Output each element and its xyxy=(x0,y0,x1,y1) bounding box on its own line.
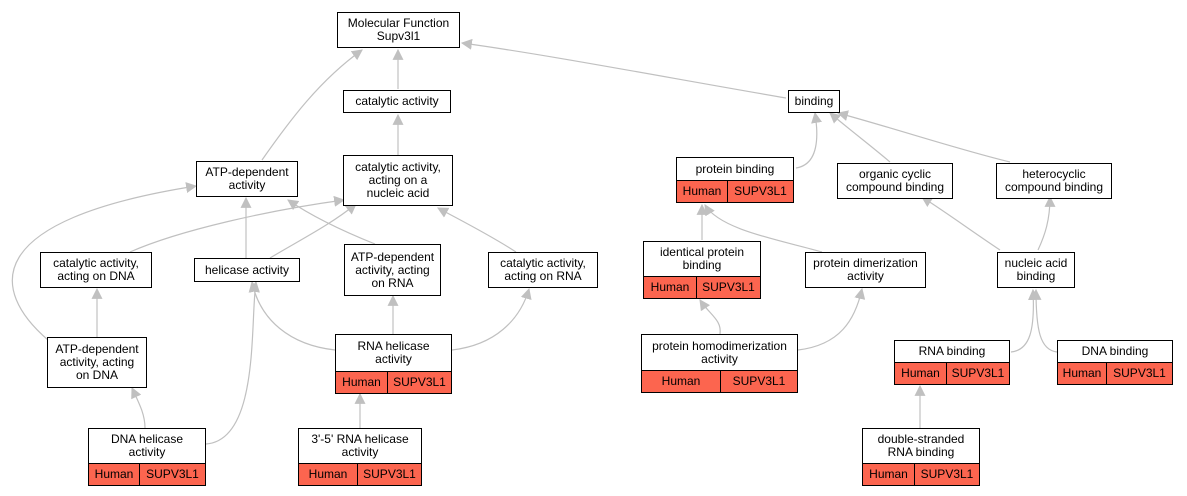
node-annotation: Human SUPV3L1 xyxy=(336,371,451,393)
node-label: nucleic acid binding xyxy=(1004,256,1068,283)
edge-atprna-to-canu xyxy=(287,199,376,245)
node-dna-binding[interactable]: DNA binding Human SUPV3L1 xyxy=(1057,340,1173,385)
edge-atpdna-to-atpd xyxy=(11,182,198,341)
edge-hel-to-canu xyxy=(269,203,357,259)
gene-cell: SUPV3L1 xyxy=(734,184,787,198)
edge-nab-to-hcb xyxy=(1037,195,1056,251)
node-3-5-rna-helicase-activity[interactable]: 3'-5' RNA helicase activity Human SUPV3L… xyxy=(298,428,422,486)
node-label: ATP-dependent activity, acting on DNA xyxy=(55,342,139,382)
species-cell: Human xyxy=(1058,363,1107,384)
edge-carna-to-canu xyxy=(437,207,517,253)
gene-cell: SUPV3L1 xyxy=(363,467,416,481)
edge-bind-to-mf xyxy=(460,38,787,99)
node-identical-protein-binding[interactable]: identical protein binding Human SUPV3L1 xyxy=(643,241,761,299)
gene-cell: SUPV3L1 xyxy=(393,375,446,389)
node-label: double-stranded RNA binding xyxy=(877,432,965,459)
node-annotation: Human SUPV3L1 xyxy=(642,370,797,392)
node-double-stranded-rna-binding[interactable]: double-stranded RNA binding Human SUPV3L… xyxy=(862,428,980,486)
node-rna-binding[interactable]: RNA binding Human SUPV3L1 xyxy=(894,340,1010,385)
edge-pb-to-bind xyxy=(795,111,822,169)
species-cell: Human xyxy=(677,181,728,202)
gene-cell: SUPV3L1 xyxy=(1113,366,1166,380)
node-protein-homodimerization-activity[interactable]: protein homodimerization activity Human … xyxy=(641,334,798,393)
node-catalytic-activity[interactable]: catalytic activity xyxy=(343,90,451,113)
node-label: identical protein binding xyxy=(659,245,745,272)
node-atp-dependent-activity-dna[interactable]: ATP-dependent activity, acting on DNA xyxy=(47,337,147,388)
edge-phda-to-ipb xyxy=(699,299,721,335)
node-rna-helicase-activity[interactable]: RNA helicase activity Human SUPV3L1 xyxy=(335,334,452,394)
node-nucleic-acid-binding[interactable]: nucleic acid binding xyxy=(997,252,1075,288)
species-cell: Human xyxy=(299,464,358,485)
node-annotation: Human SUPV3L1 xyxy=(863,463,979,485)
node-label: Molecular Function Supv3l1 xyxy=(347,16,450,43)
node-dna-helicase-activity[interactable]: DNA helicase activity Human SUPV3L1 xyxy=(88,428,206,486)
node-label: organic cyclic compound binding xyxy=(845,167,945,194)
edge-phda-to-pda xyxy=(797,287,866,351)
species-cell: Human xyxy=(644,277,697,298)
gene-cell: SUPV3L1 xyxy=(732,374,786,388)
node-catalytic-activity-nucleic-acid[interactable]: catalytic activity, acting on a nucleic … xyxy=(343,155,453,206)
gene-cell: SUPV3L1 xyxy=(920,467,974,481)
node-annotation: Human SUPV3L1 xyxy=(677,180,793,202)
edge-dnahel-to-hel xyxy=(205,280,260,445)
node-helicase-activity[interactable]: helicase activity xyxy=(194,258,300,282)
node-label: DNA binding xyxy=(1081,344,1149,358)
node-label: helicase activity xyxy=(204,262,290,277)
gene-cell: SUPV3L1 xyxy=(951,366,1005,380)
edge-rnab-to-nab xyxy=(1010,288,1039,353)
node-label: heterocyclic compound binding xyxy=(1004,167,1104,194)
node-label: binding xyxy=(794,94,834,108)
edge-nab-to-ocb xyxy=(921,196,1001,251)
edge-rnahel-to-carna xyxy=(451,287,532,351)
node-organic-cyclic-compound-binding[interactable]: organic cyclic compound binding xyxy=(837,163,953,199)
node-annotation: Human SUPV3L1 xyxy=(644,276,760,298)
node-catalytic-activity-dna[interactable]: catalytic activity, acting on DNA xyxy=(40,252,152,288)
node-label: protein binding xyxy=(695,161,775,176)
node-label: 3'-5' RNA helicase activity xyxy=(311,432,409,459)
node-label: ATP-dependent activity, acting on RNA xyxy=(350,249,435,290)
edge-cadna-to-canu xyxy=(129,195,346,253)
species-cell: Human xyxy=(336,372,388,393)
edge-ocb-to-bind xyxy=(829,112,891,163)
node-label: protein dimerization activity xyxy=(813,256,918,283)
species-cell: Human xyxy=(895,363,947,384)
node-annotation: Human SUPV3L1 xyxy=(895,362,1009,384)
species-cell: Human xyxy=(642,371,721,392)
node-label: catalytic activity, acting on RNA xyxy=(500,256,586,283)
gene-cell: SUPV3L1 xyxy=(146,467,199,481)
node-label: RNA binding xyxy=(918,344,986,358)
node-atp-dependent-activity-rna[interactable]: ATP-dependent activity, acting on RNA xyxy=(344,244,441,296)
node-molecular-function[interactable]: Molecular Function Supv3l1 xyxy=(337,12,460,48)
node-label: catalytic activity, acting on DNA xyxy=(53,256,139,283)
edge-hcb-to-bind xyxy=(836,110,1011,163)
node-atp-dependent-activity[interactable]: ATP-dependent activity xyxy=(196,161,298,197)
edge-dnab-to-nab xyxy=(1030,288,1058,353)
edge-pda-to-pb xyxy=(704,204,823,253)
node-annotation: Human SUPV3L1 xyxy=(1058,362,1172,384)
node-label: DNA helicase activity xyxy=(110,432,184,459)
node-protein-dimerization-activity[interactable]: protein dimerization activity xyxy=(805,252,926,288)
edge-dnahel-to-atpdna xyxy=(131,387,146,429)
node-annotation: Human SUPV3L1 xyxy=(89,463,205,485)
node-annotation: Human SUPV3L1 xyxy=(299,463,421,485)
edge-atpd-to-mf xyxy=(261,49,363,161)
node-protein-binding[interactable]: protein binding Human SUPV3L1 xyxy=(676,157,794,203)
species-cell: Human xyxy=(863,464,915,485)
node-binding[interactable]: binding xyxy=(788,90,840,113)
node-label: ATP-dependent activity xyxy=(205,165,289,192)
gene-cell: SUPV3L1 xyxy=(702,280,755,294)
node-heterocyclic-compound-binding[interactable]: heterocyclic compound binding xyxy=(996,163,1112,199)
node-catalytic-activity-rna[interactable]: catalytic activity, acting on RNA xyxy=(488,252,598,288)
edge-rnahel-to-hel xyxy=(248,280,336,351)
node-label: protein homodimerization activity xyxy=(652,338,787,366)
node-label: RNA helicase activity xyxy=(357,339,430,366)
node-label: catalytic activity xyxy=(355,94,439,108)
node-label: catalytic activity, acting on a nucleic … xyxy=(355,160,441,200)
species-cell: Human xyxy=(89,464,140,485)
